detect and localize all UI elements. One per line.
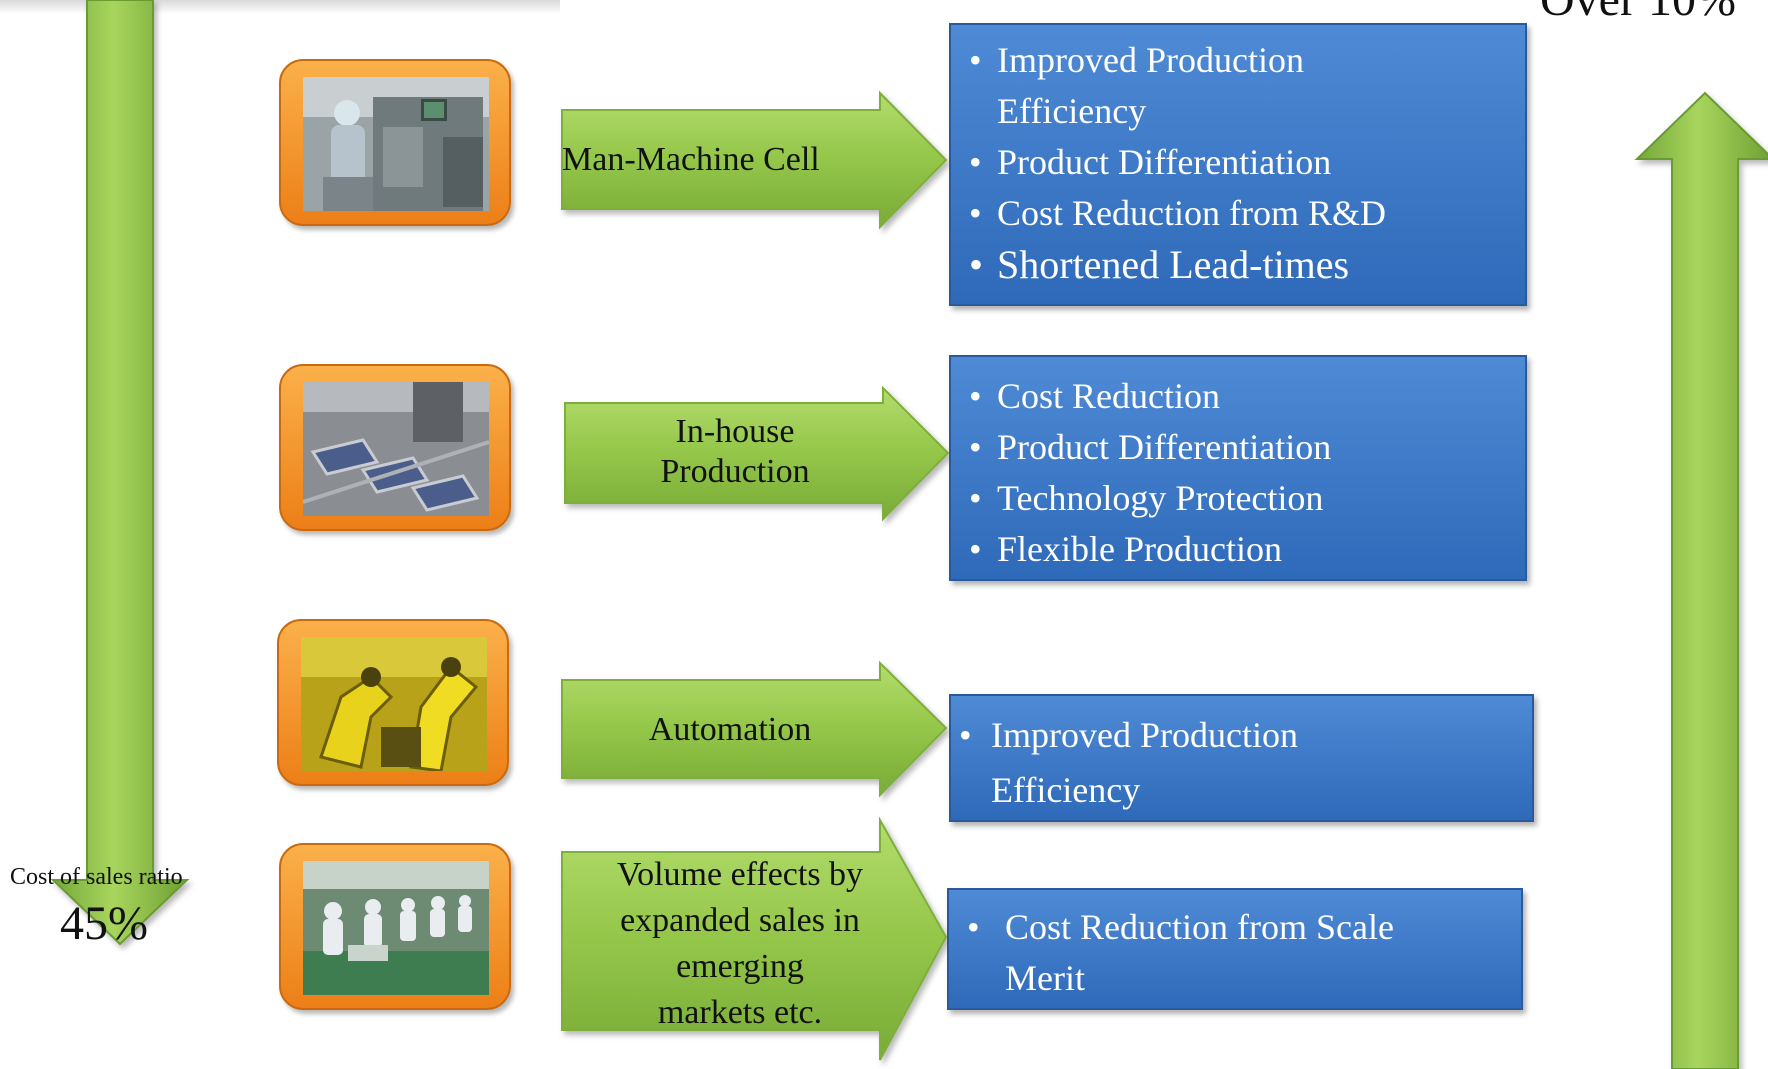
down-arrow [50, 0, 190, 946]
benefit-item-text: Merit [1005, 958, 1085, 998]
benefit-item-text: Efficiency [997, 91, 1147, 131]
benefit-item: Cost Reduction from Scale [949, 902, 1521, 953]
benefit-item: Cost Reduction from R&D [951, 188, 1525, 239]
arrow-label-line: Volume effects by [616, 856, 864, 893]
benefits-box-in-house: Cost Reduction Product Differentiation T… [949, 355, 1527, 581]
photo-frame-volume [279, 843, 511, 1010]
yellow-robot-arms-photo [301, 637, 487, 771]
benefit-item-continued: Efficiency [951, 86, 1525, 137]
arrow-label-line: emerging [676, 948, 804, 985]
arrow-label-automation: Automation [648, 711, 812, 748]
benefit-item-continued: Efficiency [951, 761, 1532, 819]
arrow-label-in-house: In-house Production [620, 412, 850, 492]
photo-frame-man-machine [279, 59, 511, 226]
arrow-volume [561, 816, 948, 1061]
sensor-panels-production-photo [303, 382, 489, 516]
benefit-item: Shortened Lead-times [951, 239, 1525, 290]
arrow-in-house [564, 385, 950, 522]
arrow-label-line: In-house [675, 413, 795, 450]
cost-of-sales-value: 45% [60, 897, 148, 950]
benefit-item: Flexible Production [951, 524, 1525, 575]
top-right-text: Over 10% [1540, 0, 1736, 27]
benefits-box-volume: Cost Reduction from Scale Merit [947, 888, 1523, 1010]
factory-worker-machine-photo [303, 77, 489, 211]
arrow-automation [561, 660, 948, 798]
photo-frame-in-house [279, 364, 511, 531]
benefits-box-man-machine: Improved Production Efficiency Product D… [949, 23, 1527, 306]
photo-frame-automation [277, 619, 509, 786]
up-arrow [1634, 91, 1768, 1069]
arrow-label-volume: Volume effects by expanded sales in emer… [560, 852, 920, 1036]
arrow-man-machine [561, 90, 948, 230]
arrow-label-line: expanded sales in [620, 902, 860, 939]
arrow-label-line: Production [660, 453, 810, 490]
benefit-item: Improved Production [951, 710, 1532, 761]
benefit-item-continued: Merit [949, 953, 1521, 1004]
benefits-box-automation: Improved Production Efficiency [949, 694, 1534, 822]
benefit-item: Cost Reduction [951, 371, 1525, 422]
arrow-label-line: markets etc. [657, 994, 823, 1031]
benefit-item: Technology Protection [951, 473, 1525, 524]
arrow-label-man-machine: Man-Machine Cell [562, 141, 820, 178]
cost-of-sales-label: Cost of sales ratio [10, 864, 183, 890]
assembly-line-workers-photo [303, 861, 489, 995]
benefit-item: Product Differentiation [951, 422, 1525, 473]
benefit-item: Improved Production [951, 35, 1525, 86]
benefit-item-text: Efficiency [991, 770, 1141, 810]
benefit-item: Product Differentiation [951, 137, 1525, 188]
